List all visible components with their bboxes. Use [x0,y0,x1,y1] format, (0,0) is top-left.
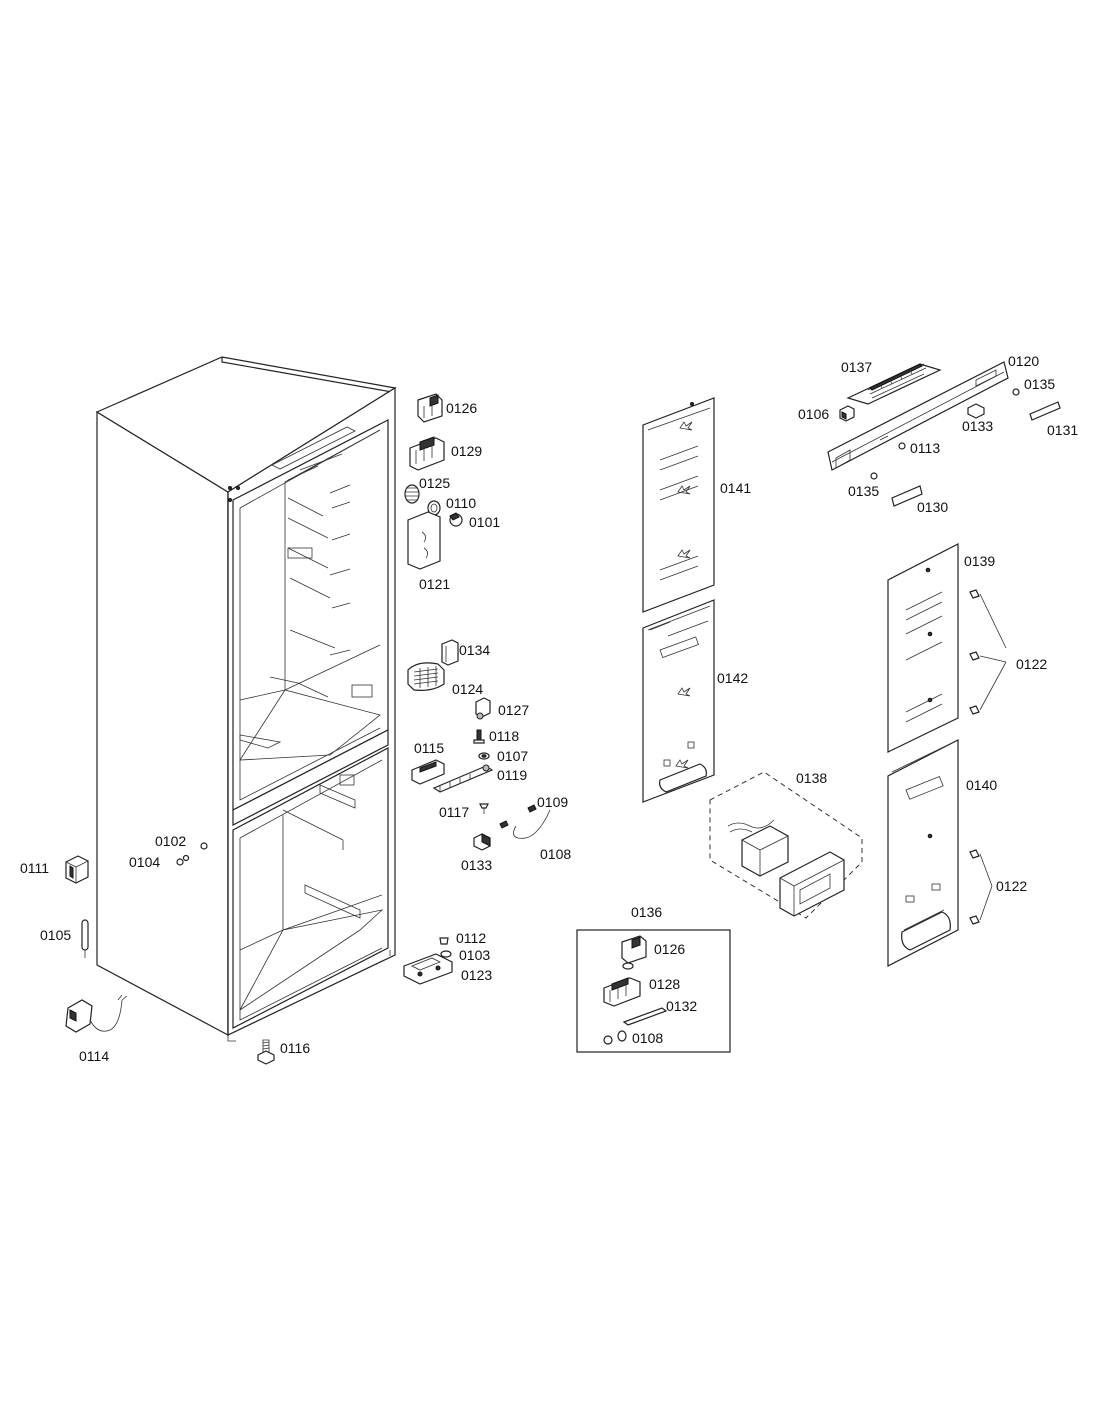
part-0104-icon [176,854,190,866]
label-0112: 0112 [456,930,486,946]
part-0130-icon [891,485,923,507]
label-0126-kit: 0126 [654,941,685,957]
label-0118: 0118 [489,728,519,744]
label-0109: 0109 [537,794,568,810]
part-0126-icon [417,393,443,423]
label-0133-left: 0133 [461,857,492,873]
label-0142: 0142 [717,670,748,686]
label-0117: 0117 [439,804,469,820]
label-0127: 0127 [498,702,529,718]
part-0127-icon [475,697,491,720]
label-0110: 0110 [446,495,476,511]
part-0140-door-panel [887,739,959,967]
label-0130: 0130 [917,499,948,515]
part-0142-door-panel [642,599,715,803]
label-0128: 0128 [649,976,680,992]
part-0110-icon [427,500,441,516]
part-0138-group [709,771,863,919]
label-0126: 0126 [446,400,477,416]
label-0122-upper: 0122 [1016,656,1047,672]
label-0115: 0115 [414,740,444,756]
part-0113-icon [898,442,906,450]
part-0141-door-panel [642,397,715,613]
label-0105: 0105 [40,927,71,943]
part-0129-icon [409,436,445,471]
cabinet [95,356,397,1042]
part-0118-icon [473,729,485,744]
label-0134: 0134 [459,642,490,658]
part-0116-icon [257,1039,275,1065]
part-0117-icon [479,803,489,814]
label-0106: 0106 [798,406,829,422]
label-0114: 0114 [79,1048,109,1064]
label-0141: 0141 [720,480,751,496]
part-0109-icon [513,804,551,839]
label-0140: 0140 [966,777,997,793]
label-0101: 0101 [469,514,500,530]
label-0124: 0124 [452,681,483,697]
part-0134-icon [441,639,459,666]
part-0112-icon [439,937,449,945]
label-0129: 0129 [451,443,482,459]
part-0106-icon [839,405,855,422]
label-0135-bottom: 0135 [848,483,879,499]
part-0119-icon [432,764,494,793]
label-0108-left: 0108 [540,846,571,862]
label-0103: 0103 [459,947,490,963]
part-0121-icon [407,511,441,570]
label-0102: 0102 [155,833,186,849]
label-0135-top: 0135 [1024,376,1055,392]
part-0105-icon [81,919,89,958]
part-0103-icon [440,950,452,958]
label-0120: 0120 [1008,353,1039,369]
label-0104: 0104 [129,854,160,870]
part-0114-icon [65,994,128,1033]
part-0135-icon-bottom [870,472,878,480]
label-0121: 0121 [419,576,450,592]
part-0107-icon [478,752,490,760]
part-0139-door-panel [887,543,959,753]
label-0138: 0138 [796,770,827,786]
label-0119: 0119 [497,767,527,783]
label-0108-kit: 0108 [632,1030,663,1046]
part-0124-icon [407,662,445,691]
part-0101-icon [449,512,463,527]
part-0102-icon [200,842,208,850]
label-0116: 0116 [280,1040,310,1056]
part-0122-icon-upper [969,589,1007,715]
label-0131: 0131 [1047,422,1078,438]
label-0133-right: 0133 [962,418,993,434]
part-0135-icon-top [1012,388,1020,396]
label-0139: 0139 [964,553,995,569]
part-0133-icon-left [473,820,509,851]
part-0131-icon [1029,401,1061,421]
label-0113: 0113 [910,440,940,456]
label-0136: 0136 [631,904,662,920]
part-0122-icon-lower [969,849,993,925]
label-0107: 0107 [497,748,528,764]
part-0125-icon [404,484,420,504]
label-0123: 0123 [461,967,492,983]
label-0122-lower: 0122 [996,878,1027,894]
part-0136-kit-box [576,929,731,1053]
part-0137-control-panel [827,361,1009,471]
part-0133-icon-right [967,403,985,419]
label-0132: 0132 [666,998,697,1014]
label-0137: 0137 [841,359,872,375]
label-0125: 0125 [419,475,450,491]
part-0123-icon [403,953,453,985]
part-0111-icon [65,855,89,884]
part-0115-icon [411,759,445,785]
label-0111: 0111 [20,860,49,876]
